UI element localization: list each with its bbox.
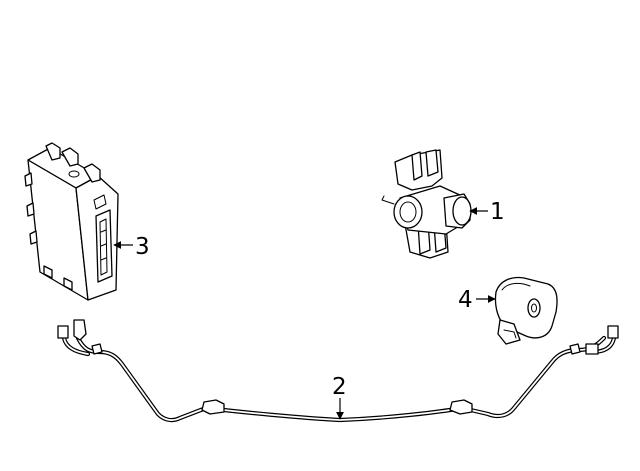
callout-label-module: 3 bbox=[135, 234, 150, 260]
callout-4: 4 bbox=[458, 287, 496, 313]
callout-label-harness: 2 bbox=[332, 374, 347, 400]
callout-3: 3 bbox=[113, 234, 150, 260]
sensor-bracket bbox=[494, 276, 558, 345]
callout-2: 2 bbox=[332, 374, 347, 420]
wiring-harness bbox=[57, 319, 619, 423]
callout-label-sensor: 1 bbox=[490, 199, 505, 225]
callout-1: 1 bbox=[469, 199, 505, 225]
control-module bbox=[24, 142, 119, 301]
parking-sensor bbox=[381, 149, 472, 259]
callout-label-bracket: 4 bbox=[458, 287, 473, 313]
